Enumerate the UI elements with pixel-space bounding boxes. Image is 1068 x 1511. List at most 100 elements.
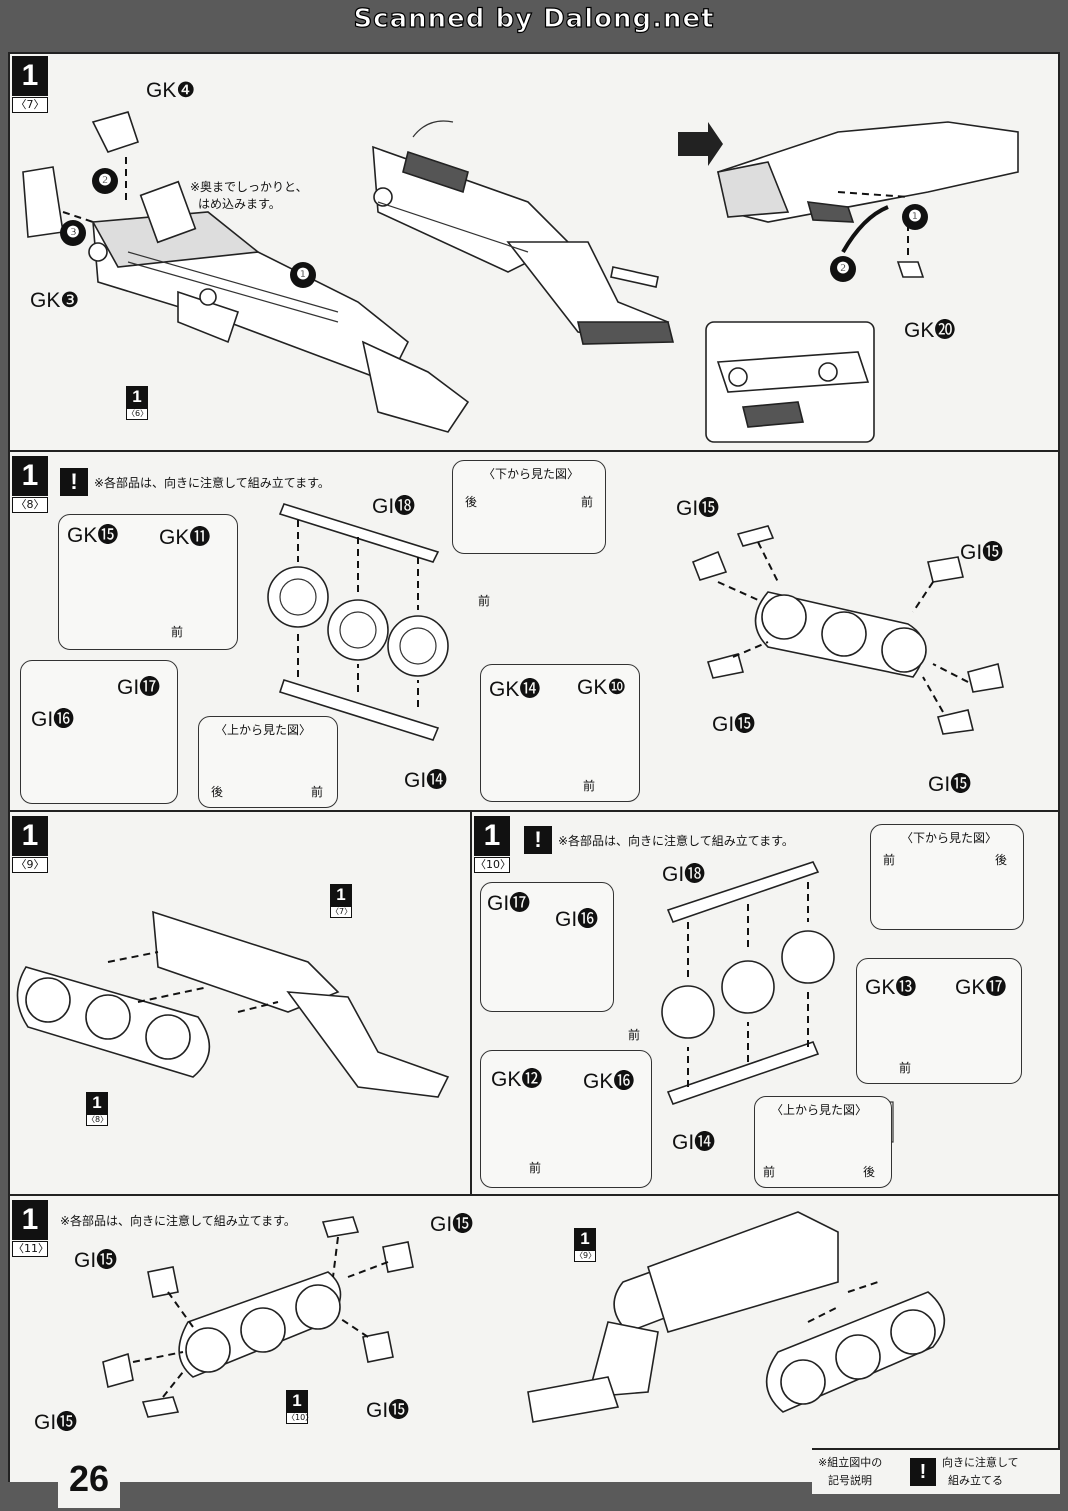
view-from-above-title: 〈上から見た図〉 xyxy=(215,723,312,737)
part-label-gi18: GI⓲ xyxy=(662,863,706,886)
part-label-gi15-c: GI⓯ xyxy=(712,713,756,736)
wheel-callout-gk15-gk11: GK⓯ GK⓫ 前 xyxy=(58,514,238,650)
dir-front: 前 xyxy=(478,594,491,608)
step-7-badge: 1〈7〉 xyxy=(12,56,48,113)
legend-right-line2: 組み立てる xyxy=(948,1474,1003,1487)
divider-v-9-10 xyxy=(470,810,472,1194)
step-10-badge: 1〈10〉 xyxy=(474,816,511,873)
ref-step-7: 1〈7〉 xyxy=(330,884,353,918)
ref-step-10: 1〈10〉 xyxy=(286,1390,314,1424)
part-label-gk12: GK⓬ xyxy=(491,1068,543,1091)
ref-step-6: 1〈6〉 xyxy=(126,386,149,420)
order-marker-2: ❷ xyxy=(92,168,118,194)
orientation-note-step8: ※各部品は、向きに注意して組み立てます。 xyxy=(94,476,330,490)
frame-right xyxy=(1058,52,1060,1482)
legend-left-line1: ※組立図中の xyxy=(818,1456,883,1469)
view-from-below-title: 〈下から見た図〉 xyxy=(901,831,998,845)
step-8-badge: 1〈8〉 xyxy=(12,456,48,513)
part-label-gi15-d: GI⓯ xyxy=(366,1399,410,1422)
dir-front: 前 xyxy=(583,779,596,793)
wheel-callout-gk12-gk16: GK⓬ GK⓰ 前 xyxy=(480,1050,652,1188)
orientation-note-step10: ※各部品は、向きに注意して組み立てます。 xyxy=(558,834,794,848)
body-assembly-step7c xyxy=(705,121,1019,443)
wheel-callout-gi16-gi17: GI⓱ GI⓰ xyxy=(20,660,178,804)
ref-step-9: 1〈9〉 xyxy=(574,1228,597,1262)
warning-icon: ! xyxy=(60,468,88,496)
divider-1 xyxy=(8,450,1060,452)
part-label-gk20: GK⓴ xyxy=(904,319,956,342)
part-label-gi15-c: GI⓯ xyxy=(34,1411,78,1434)
instruction-sheet: 1〈7〉 1〈8〉 1〈9〉 1〈10〉 1〈11〉 xyxy=(8,52,1060,1482)
part-label-gk10: GK❿ xyxy=(577,676,627,699)
legend-left-line2: 記号説明 xyxy=(828,1474,872,1487)
part-label-gi15-b: GI⓯ xyxy=(74,1249,118,1272)
dir-front: 前 xyxy=(883,853,896,867)
dir-front: 前 xyxy=(899,1061,912,1075)
orientation-note-step11: ※各部品は、向きに注意して組み立てます。 xyxy=(60,1214,296,1228)
order-marker-2b: ❷ xyxy=(830,256,856,282)
order-marker-3: ❸ xyxy=(60,220,86,246)
track-body-join-step9 xyxy=(16,910,450,1098)
order-marker-1: ❶ xyxy=(290,262,316,288)
part-label-gi18: GI⓲ xyxy=(372,495,416,518)
part-label-gi16: GI⓰ xyxy=(555,908,599,931)
view-from-above-callout: 〈上から見た図〉 前 後 xyxy=(754,1096,892,1188)
part-label-gk14: GK⓮ xyxy=(489,678,541,701)
legend-right-line1: 向きに注意して xyxy=(942,1456,1019,1469)
press-fit-note-line1: ※奥までしっかりと、 xyxy=(190,180,308,194)
part-label-gk17: GK⓱ xyxy=(955,976,1007,999)
part-label-gk16: GK⓰ xyxy=(583,1070,635,1093)
part-label-gi15-a: GI⓯ xyxy=(676,497,720,520)
part-label-gi16: GI⓰ xyxy=(31,708,75,731)
wheel-callout-gk13-gk17: GK⓭ GK⓱ 前 xyxy=(856,958,1022,1084)
page-number: 26 xyxy=(58,1450,120,1508)
dir-back: 後 xyxy=(211,785,224,799)
dir-back: 後 xyxy=(465,495,478,509)
dir-back: 後 xyxy=(863,1165,876,1179)
divider-2 xyxy=(8,810,1060,812)
part-label-gi17: GI⓱ xyxy=(487,892,531,915)
step-11-badge: 1〈11〉 xyxy=(12,1200,49,1257)
dir-front: 前 xyxy=(529,1161,542,1175)
ref-step-8: 1〈8〉 xyxy=(86,1092,109,1126)
part-label-gi17: GI⓱ xyxy=(117,676,161,699)
part-label-gk15: GK⓯ xyxy=(67,524,119,547)
part-label-gk11: GK⓫ xyxy=(159,526,211,549)
part-label-gi14: GI⓮ xyxy=(404,769,448,792)
step7-flow-arrow xyxy=(678,122,723,166)
dir-front: 前 xyxy=(763,1165,776,1179)
view-from-below-title: 〈下から見た図〉 xyxy=(483,467,580,481)
view-from-below-callout: 〈下から見た図〉 後 前 xyxy=(452,460,606,554)
legend-warning-icon: ! xyxy=(910,1458,936,1486)
part-label-gk3: GK❸ xyxy=(30,289,80,312)
order-marker-1b: ❶ xyxy=(902,204,928,230)
dir-front: 前 xyxy=(171,625,184,639)
symbol-legend: ※組立図中の 記号説明 ! 向きに注意して 組み立てる xyxy=(812,1448,1060,1494)
view-from-below-callout: 〈下から見た図〉 前 後 xyxy=(870,824,1024,930)
scan-banner: Scanned by Dalong.net xyxy=(353,3,715,34)
part-label-gi15-a: GI⓯ xyxy=(430,1213,474,1236)
track-assembly-step11 xyxy=(102,1216,414,1418)
step-9-badge: 1〈9〉 xyxy=(12,816,48,873)
dir-back: 後 xyxy=(995,853,1008,867)
wheel-callout-gi17-gi16: GI⓱ GI⓰ xyxy=(480,882,614,1012)
wheel-callout-gk14-gk10: GK⓮ GK❿ 前 xyxy=(480,664,640,802)
part-label-gk13: GK⓭ xyxy=(865,976,917,999)
frame-left xyxy=(8,52,10,1482)
body-assembly-step7b xyxy=(372,120,675,345)
part-label-gi15-b: GI⓯ xyxy=(960,541,1004,564)
view-from-above-callout: 〈上から見た図〉 後 前 xyxy=(198,716,338,808)
final-vehicle-step11 xyxy=(527,1211,946,1423)
divider-3 xyxy=(8,1194,1060,1196)
warning-icon: ! xyxy=(524,826,552,854)
part-label-gi14: GI⓮ xyxy=(672,1131,716,1154)
part-label-gk4: GK❹ xyxy=(146,79,196,102)
dir-front: 前 xyxy=(628,1028,641,1042)
view-from-above-title: 〈上から見た図〉 xyxy=(771,1103,868,1117)
part-label-gi15-d: GI⓯ xyxy=(928,773,972,796)
press-fit-note-line2: はめ込みます。 xyxy=(198,197,281,211)
track-assembly-step8 xyxy=(691,525,1004,735)
body-assembly-step7 xyxy=(22,111,470,433)
frame-top xyxy=(8,52,1060,54)
dir-front: 前 xyxy=(311,785,324,799)
